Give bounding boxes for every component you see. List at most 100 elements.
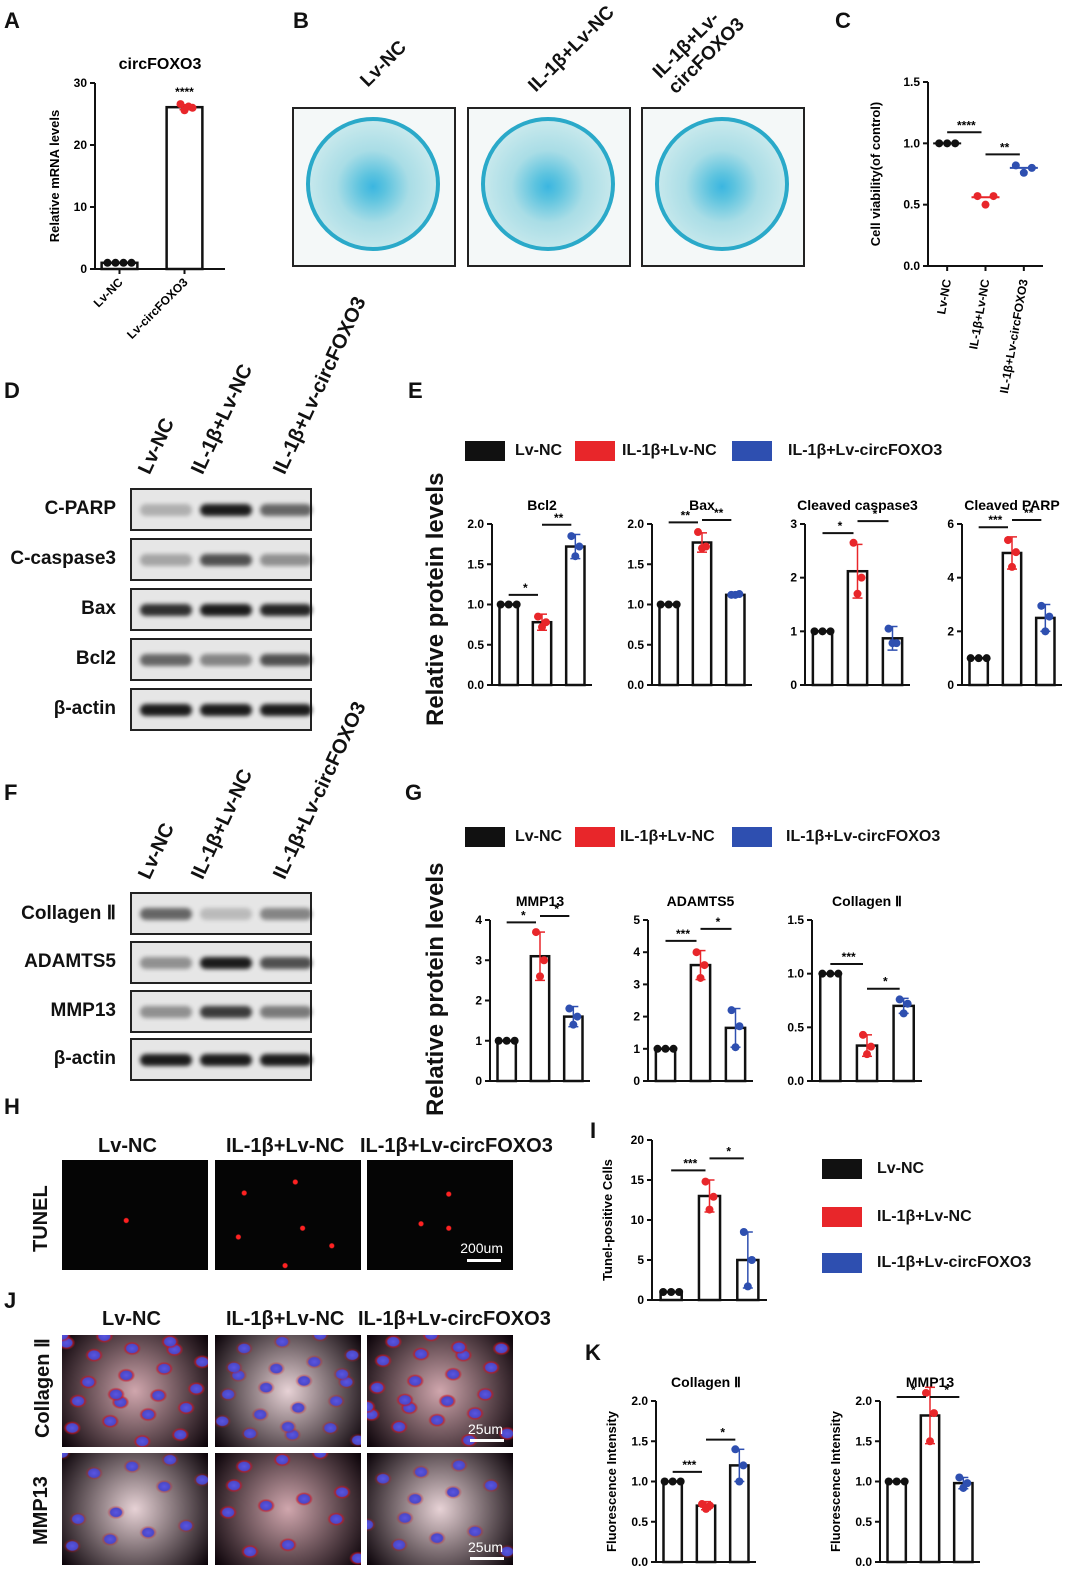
y-tick-label: 15 (631, 1173, 645, 1187)
bar (562, 1015, 584, 1083)
band (200, 654, 252, 666)
data-point (700, 961, 709, 970)
chart-title: MMP13 (906, 1374, 954, 1390)
y-tick-label: 2.0 (855, 1394, 872, 1408)
data-point (661, 1044, 670, 1053)
panel-label-a: A (4, 8, 20, 33)
data-point (818, 627, 827, 636)
data-point (653, 1044, 662, 1053)
bar (498, 603, 520, 687)
y-tick-label: 1.5 (627, 557, 644, 571)
band (200, 1054, 252, 1066)
fluorescence-image (367, 1453, 513, 1565)
scale-bar-label: 25um (468, 1539, 504, 1555)
band (140, 554, 192, 566)
significance-label: ** (681, 508, 691, 522)
band (200, 957, 252, 969)
data-point (818, 969, 827, 978)
blot-row (130, 1038, 312, 1081)
legend-label: IL-1β+Lv-circFOXO3 (786, 828, 941, 845)
significance-label: *** (676, 927, 690, 941)
data-point (567, 532, 576, 541)
data-point (119, 258, 128, 267)
panel-label-i: I (590, 1118, 597, 1143)
blot-row (130, 990, 312, 1033)
panel-label-d: D (4, 378, 20, 403)
y-tick-label: 0 (790, 678, 797, 692)
y-tick-label: 0.0 (467, 678, 484, 692)
lane-label: Lv-NC (134, 819, 179, 883)
bar (662, 1480, 684, 1564)
chart-title: Cleaved PARP (964, 497, 1059, 513)
bar (736, 1258, 760, 1302)
band (140, 604, 192, 616)
significance-label: * (716, 915, 721, 929)
bar (952, 1481, 974, 1564)
data-point (857, 573, 866, 582)
data-point (542, 618, 550, 627)
y-tick-label: 1.0 (627, 598, 644, 612)
panel-label-c: C (835, 8, 851, 33)
legend-label: IL-1β+Lv-NC (877, 1208, 972, 1225)
data-point (694, 528, 702, 537)
lane-label: Lv-NC (134, 414, 179, 478)
panel-label-e: E (408, 378, 423, 403)
chart-title: Collagen Ⅱ (832, 893, 902, 909)
y-axis-label: Cell viability(of control) (868, 102, 883, 246)
blot-row-label: β-actin (53, 1048, 116, 1069)
data-point (709, 1192, 718, 1201)
blot-row (130, 892, 312, 935)
y-tick-label: 1.0 (903, 136, 920, 150)
panel-label-j: J (4, 1288, 17, 1313)
data-point (959, 1483, 968, 1492)
y-tick-label: 0.0 (855, 1555, 872, 1569)
chart-title: MMP13 (516, 893, 564, 909)
panel-label-h: H (4, 1094, 20, 1119)
data-point (1019, 168, 1028, 177)
data-point (698, 1500, 706, 1509)
y-axis-label: Relative protein levels (422, 862, 449, 1116)
data-point (951, 139, 960, 148)
data-point (565, 1004, 574, 1013)
data-point (660, 1477, 669, 1486)
data-point (676, 1477, 685, 1486)
y-tick-label: 4 (475, 913, 482, 927)
bar (886, 1480, 908, 1564)
bar (697, 1194, 722, 1302)
data-point (512, 600, 521, 609)
panel-label-k: K (585, 1340, 601, 1365)
significance-label: ** (714, 506, 724, 520)
significance-label: * (944, 1383, 949, 1397)
data-point (575, 542, 584, 551)
legend-swatch-red (575, 827, 615, 847)
significance-label: * (726, 1144, 731, 1158)
data-point (859, 1030, 867, 1039)
data-point (731, 1445, 740, 1454)
data-point (834, 969, 843, 978)
y-tick-label: 20 (74, 138, 88, 152)
data-point (747, 1256, 756, 1264)
data-point (853, 589, 862, 598)
y-tick-label: 2.0 (467, 517, 484, 531)
data-point (735, 1022, 744, 1031)
data-point (510, 1036, 519, 1045)
legend-label: IL-1β+Lv-circFOXO3 (877, 1254, 1032, 1271)
data-point (494, 1036, 503, 1045)
y-tick-label: 0.5 (903, 198, 920, 212)
y-tick-label: 2 (790, 571, 797, 585)
blot-row-label: MMP13 (50, 1000, 116, 1021)
data-point (504, 600, 513, 609)
data-point (943, 139, 952, 148)
data-point (863, 1050, 871, 1059)
fluorescence-image (367, 1335, 513, 1447)
legend-swatch-red (822, 1207, 862, 1227)
data-point (982, 654, 991, 663)
y-tick-label: 0.0 (787, 1074, 804, 1088)
y-tick-label: 30 (74, 76, 88, 90)
x-tick-label: Lv-NC (934, 278, 954, 316)
significance-label: *** (683, 1156, 697, 1170)
data-point (675, 1288, 684, 1296)
significance-label: * (554, 902, 559, 916)
data-point (569, 1020, 578, 1029)
band (260, 908, 312, 920)
